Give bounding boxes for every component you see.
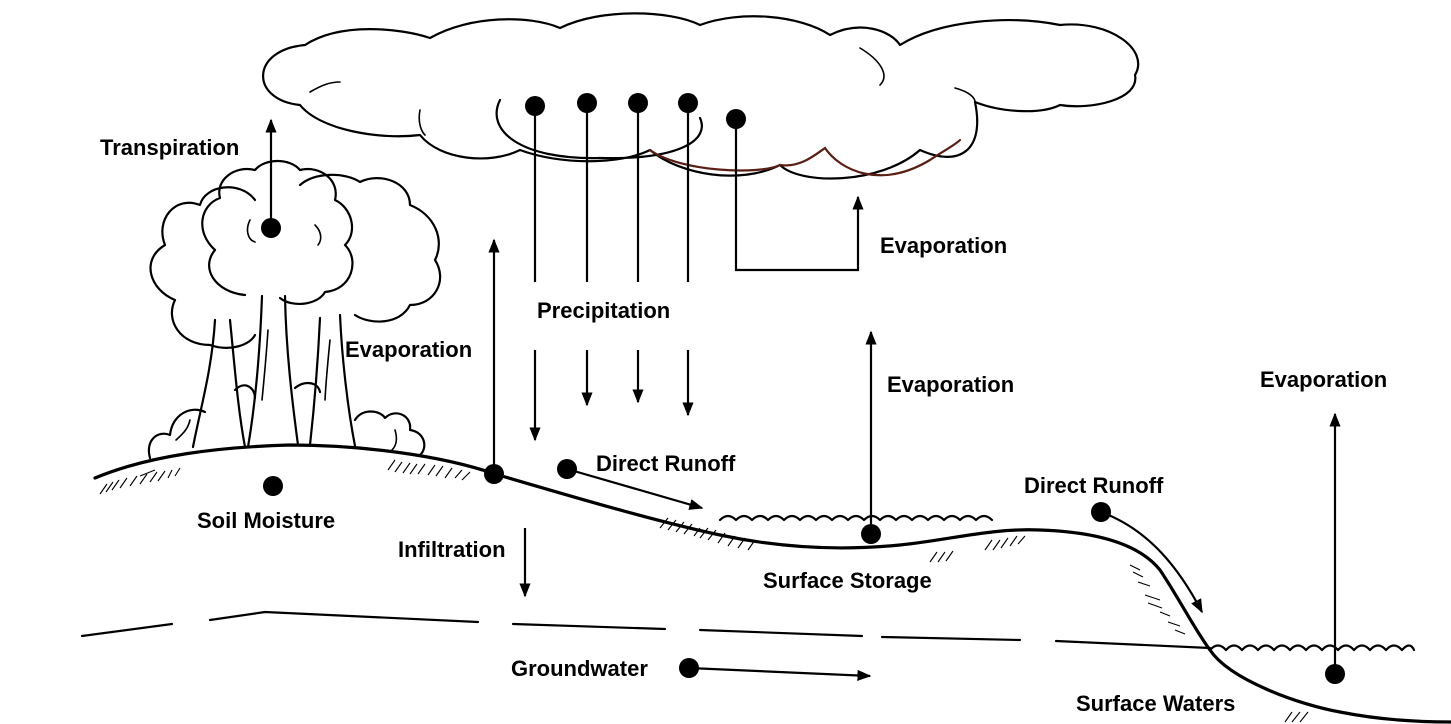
direct-runoff-arrow-1 — [566, 467, 704, 510]
surface-storage-label: Surface Storage — [763, 568, 932, 593]
surface-storage-evaporation-label: Evaporation — [887, 372, 1014, 397]
groundwater-label: Groundwater — [511, 656, 648, 681]
cloud-evaporation-arrow — [734, 119, 864, 272]
soil-evaporation-label: Evaporation — [345, 337, 472, 362]
infiltration-label: Infiltration — [398, 537, 506, 562]
direct-runoff-label-2: Direct Runoff — [1024, 473, 1164, 498]
cloud-evaporation-label: Evaporation — [880, 233, 1007, 258]
precipitation-streams — [533, 103, 690, 282]
trees — [147, 159, 442, 460]
ground-surface — [93, 443, 1451, 724]
direct-runoff-label-1: Direct Runoff — [596, 451, 736, 476]
direct-runoff-arrow-2 — [1100, 510, 1203, 614]
groundwater-arrow — [688, 666, 872, 682]
surface-waters-label: Surface Waters — [1076, 691, 1235, 716]
surface-waters-water — [1208, 644, 1416, 652]
soil-moisture-label: Soil Moisture — [197, 508, 335, 533]
precipitation-origin-dots — [525, 93, 746, 129]
cloud — [262, 12, 1140, 180]
transpiration-label: Transpiration — [100, 135, 239, 160]
precipitation-label: Precipitation — [537, 298, 670, 323]
water-table-line — [80, 610, 1212, 650]
ground-hatching — [99, 459, 1309, 723]
soil-moisture-dot — [263, 476, 283, 496]
precipitation-arrows — [529, 350, 694, 442]
surface-waters-evaporation-label: Evaporation — [1260, 367, 1387, 392]
surface-storage-water — [718, 514, 994, 522]
